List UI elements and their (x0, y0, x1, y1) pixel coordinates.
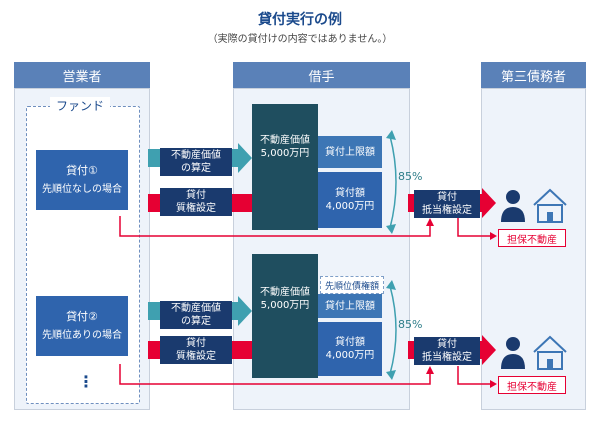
percent-bracket-2-top (386, 280, 396, 290)
percent-bracket-2 (389, 285, 397, 375)
page-title: 貸付実行の例 (258, 12, 342, 28)
return-line-2 (119, 364, 431, 385)
tag-line-1 (457, 218, 492, 237)
tag-line-1-head (490, 232, 497, 240)
percent-bracket-1 (389, 135, 397, 229)
loan-2-box: 貸付② 先順位ありの場合 (36, 296, 128, 356)
property-value-2: 不動産価値 5,000万円 (252, 254, 318, 378)
valuation-label-1: 不動産価値 の算定 (160, 148, 232, 176)
loan-limit-1: 貸付上限額 (318, 136, 382, 168)
fund-label: ファンド (50, 97, 111, 114)
collateral-tag-2: 担保不動産 (498, 376, 566, 394)
property-value-1: 不動産価値 5,000万円 (252, 104, 318, 230)
percent-bracket-1-bottom (386, 224, 396, 234)
tag-line-2-head (490, 380, 497, 388)
percent-label-2: 85% (398, 318, 423, 331)
person-icon (501, 190, 525, 222)
collateral-tag-1: 担保不動産 (498, 229, 566, 247)
house-icon (533, 188, 567, 223)
percent-bracket-2-bottom (386, 370, 396, 380)
valuation-label-2: 不動産価値 の算定 (160, 301, 232, 329)
loan-2-title: 貸付② (66, 310, 98, 323)
return-line-1 (119, 216, 431, 237)
column-header-operator: 営業者 (14, 62, 150, 88)
person-icon (501, 337, 525, 369)
percent-bracket-1-top (386, 130, 396, 140)
mortgage-box-1: 貸付 抵当権設定 (414, 190, 480, 218)
house-icon (533, 335, 567, 370)
return-line-2-head (426, 366, 434, 374)
third-party-column (481, 88, 586, 410)
pledge-label-2: 貸付 質権設定 (160, 336, 232, 364)
loan-amount-2: 貸付額 4,000万円 (318, 322, 382, 376)
loan-amount-1: 貸付額 4,000万円 (318, 172, 382, 228)
percent-label-1: 85% (398, 170, 423, 183)
loan-limit-2: 貸付上限額 (318, 294, 382, 318)
pledge-label-1: 貸付 質権設定 (160, 188, 232, 216)
more-indicator: ⋮ (78, 372, 94, 391)
return-line-1-head (426, 218, 434, 226)
tag-line-2 (457, 366, 492, 385)
column-header-third-party: 第三債務者 (481, 62, 586, 88)
loan-2-desc: 先順位ありの場合 (42, 330, 122, 341)
page-subtitle: （実際の貸付けの内容ではありません。） (207, 34, 393, 45)
loan-1-box: 貸付① 先順位なしの場合 (36, 150, 128, 210)
senior-claim-2: 先順位債権額 (320, 276, 384, 294)
column-header-borrower: 借手 (233, 62, 410, 88)
mortgage-box-2: 貸付 抵当権設定 (414, 337, 480, 365)
loan-1-desc: 先順位なしの場合 (42, 184, 122, 195)
loan-1-title: 貸付① (66, 164, 98, 177)
